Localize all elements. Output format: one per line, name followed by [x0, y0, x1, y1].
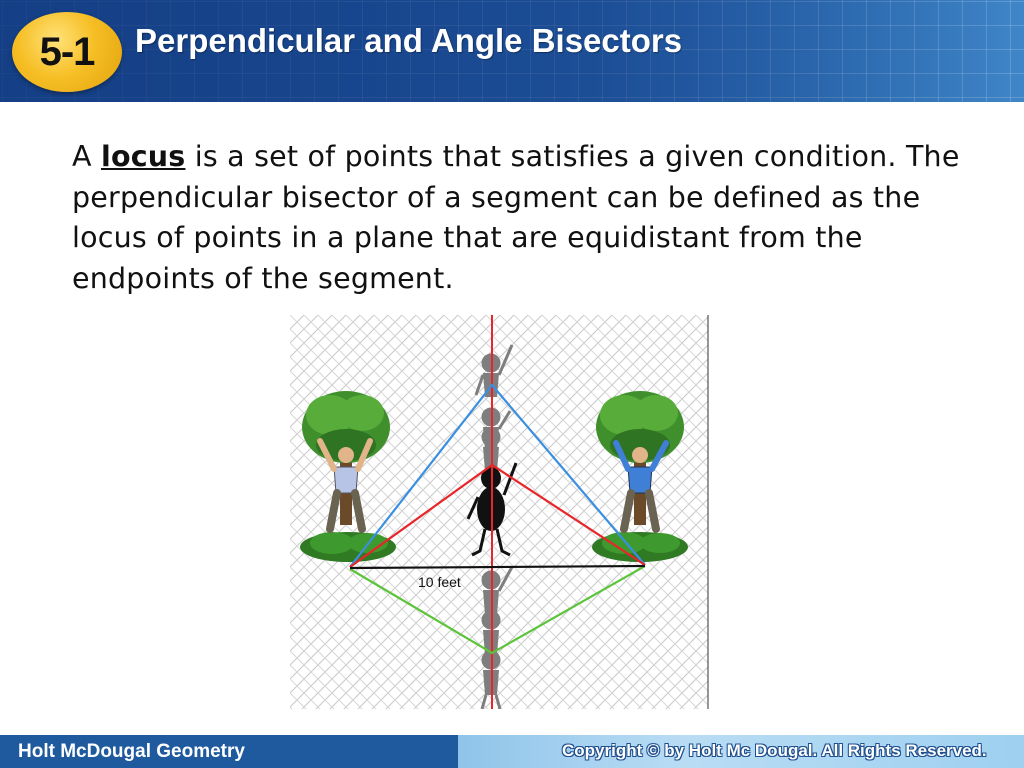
upper-triangle-lines	[349, 383, 646, 568]
footer-copyright: Copyright © by Holt Mc Dougal. All Right…	[562, 741, 987, 760]
gray-figure-icons	[474, 344, 514, 709]
keyword-locus: locus	[100, 140, 186, 173]
lesson-badge: 5-1	[12, 12, 122, 92]
right-person-icon	[613, 440, 669, 533]
intro-text: A	[72, 140, 101, 173]
footer-course-name: Holt McDougal Geometry	[18, 741, 245, 762]
slide-title: Perpendicular and Angle Bisectors	[135, 22, 683, 59]
locus-illustration: 10 feet	[290, 315, 710, 709]
distance-label: 10 feet	[418, 574, 461, 590]
left-person-icon	[317, 438, 373, 533]
locus-diagram: 10 feet	[290, 315, 709, 709]
middle-triangle-lines	[349, 463, 646, 568]
definition-text: is a set of points that satisfies a give…	[72, 140, 960, 295]
header-shade	[0, 0, 1024, 102]
lower-triangle-lines	[349, 565, 646, 655]
segment-line	[349, 564, 646, 570]
definition-paragraph: A locus is a set of points that satisfie…	[72, 137, 992, 299]
lesson-number: 5-1	[39, 29, 96, 74]
footer-copyright-band	[458, 735, 1024, 768]
